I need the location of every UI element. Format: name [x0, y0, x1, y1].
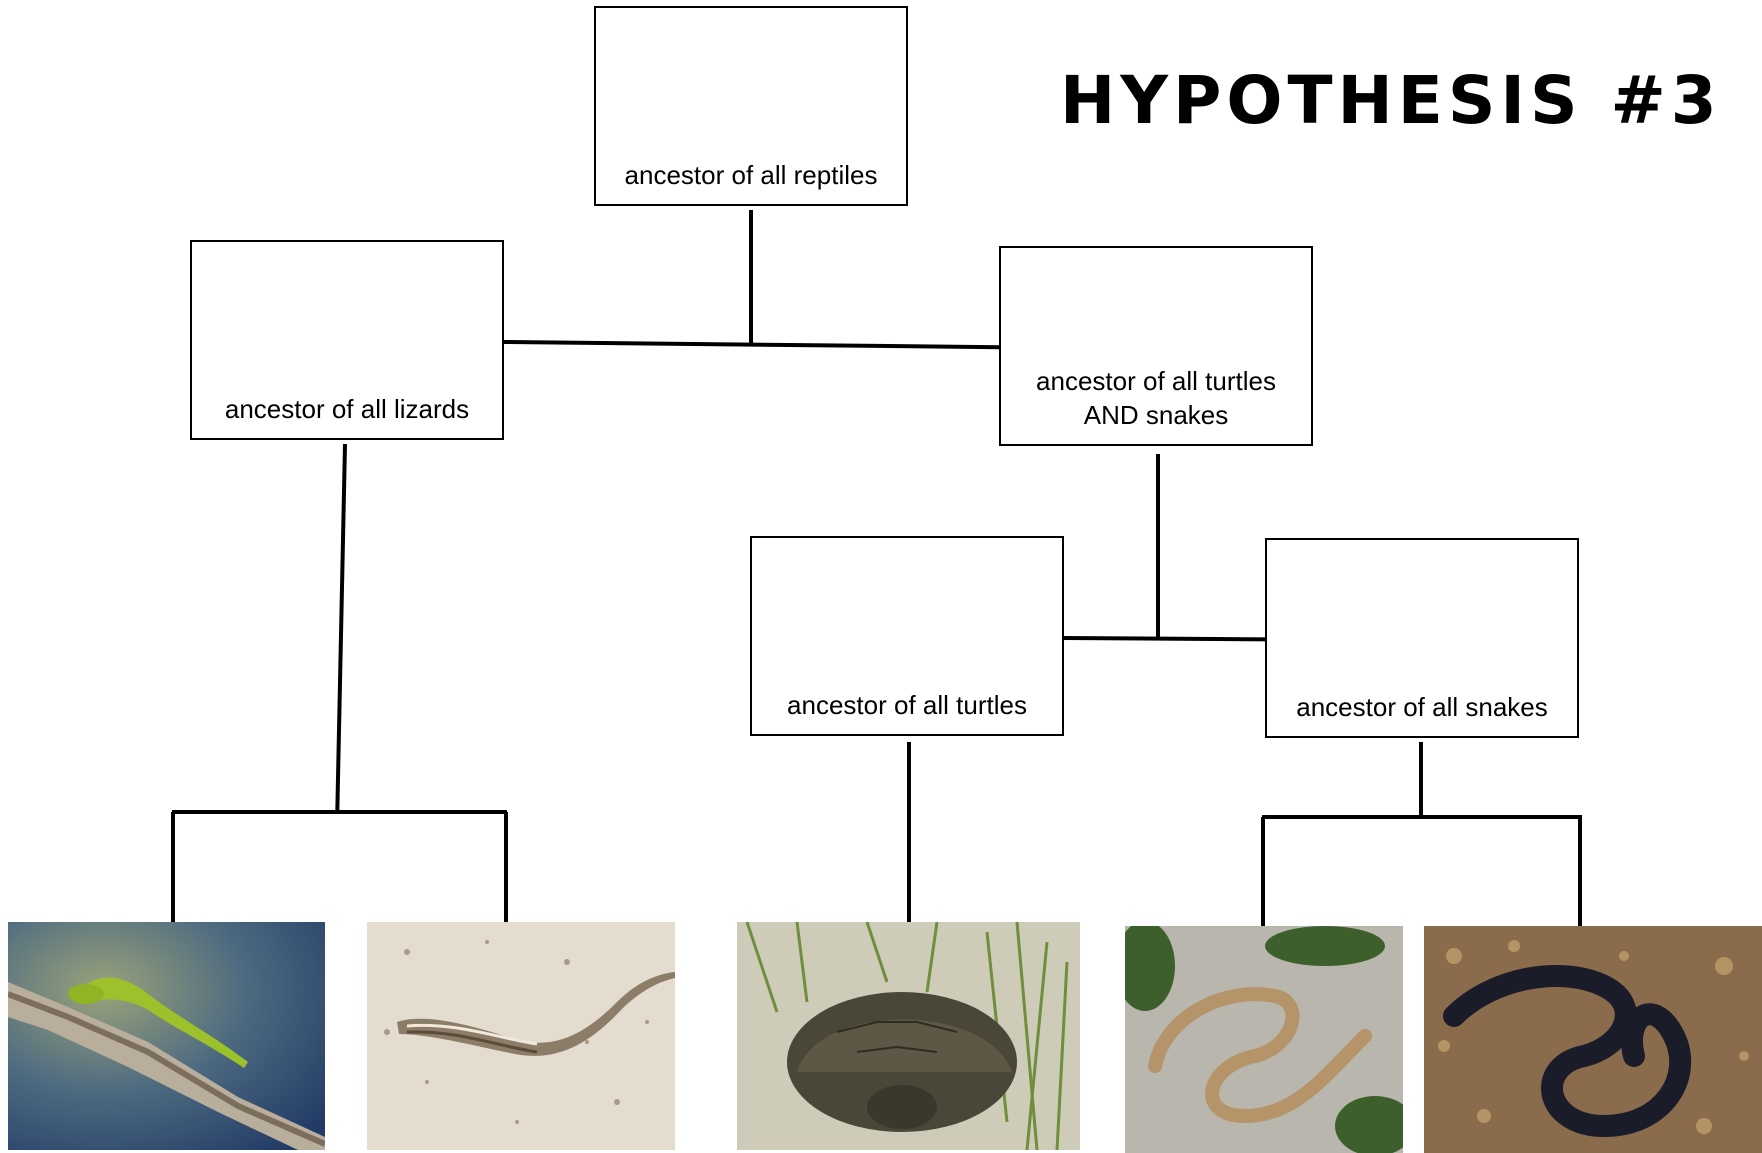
- green-lizard-photo: [8, 922, 325, 1150]
- node-ancestor-snakes: ancestor of all snakes: [1265, 538, 1579, 738]
- node-label: ancestor of all turtles AND snakes: [1026, 364, 1286, 444]
- black-snake-photo: [1424, 926, 1762, 1153]
- node-label: ancestor of all reptiles: [615, 158, 888, 204]
- connector-lizards-down: [335, 444, 347, 814]
- connector-snake2-leaf: [1578, 817, 1582, 927]
- connector-turtles-leaf: [907, 742, 911, 924]
- connector-turtles-snakes-branch: [1064, 636, 1267, 641]
- connector-snakes-down: [1419, 742, 1423, 818]
- connector-snake1-leaf: [1261, 817, 1265, 927]
- node-ancestor-lizards: ancestor of all lizards: [190, 240, 504, 440]
- connector-turtles-snakes-down: [1156, 454, 1160, 640]
- node-label: ancestor of all snakes: [1286, 690, 1557, 736]
- striped-lizard-photo: [367, 922, 675, 1150]
- connector-lizard1-leaf: [171, 812, 175, 922]
- tortoise-photo: [737, 922, 1080, 1150]
- node-ancestor-reptiles: ancestor of all reptiles: [594, 6, 908, 206]
- node-ancestor-turtles: ancestor of all turtles: [750, 536, 1064, 736]
- node-ancestor-turtles-snakes: ancestor of all turtles AND snakes: [999, 246, 1313, 446]
- connector-snakes-branch: [1262, 815, 1582, 819]
- node-label: ancestor of all lizards: [215, 392, 479, 438]
- tan-snake-photo: [1125, 926, 1403, 1153]
- node-label: ancestor of all turtles: [777, 688, 1037, 734]
- diagram-title: HYPOTHESIS #3: [1060, 62, 1680, 139]
- connector-reptiles-down: [749, 210, 753, 344]
- connector-lizard2-leaf: [504, 812, 508, 922]
- connector-lizards-branch: [172, 810, 507, 814]
